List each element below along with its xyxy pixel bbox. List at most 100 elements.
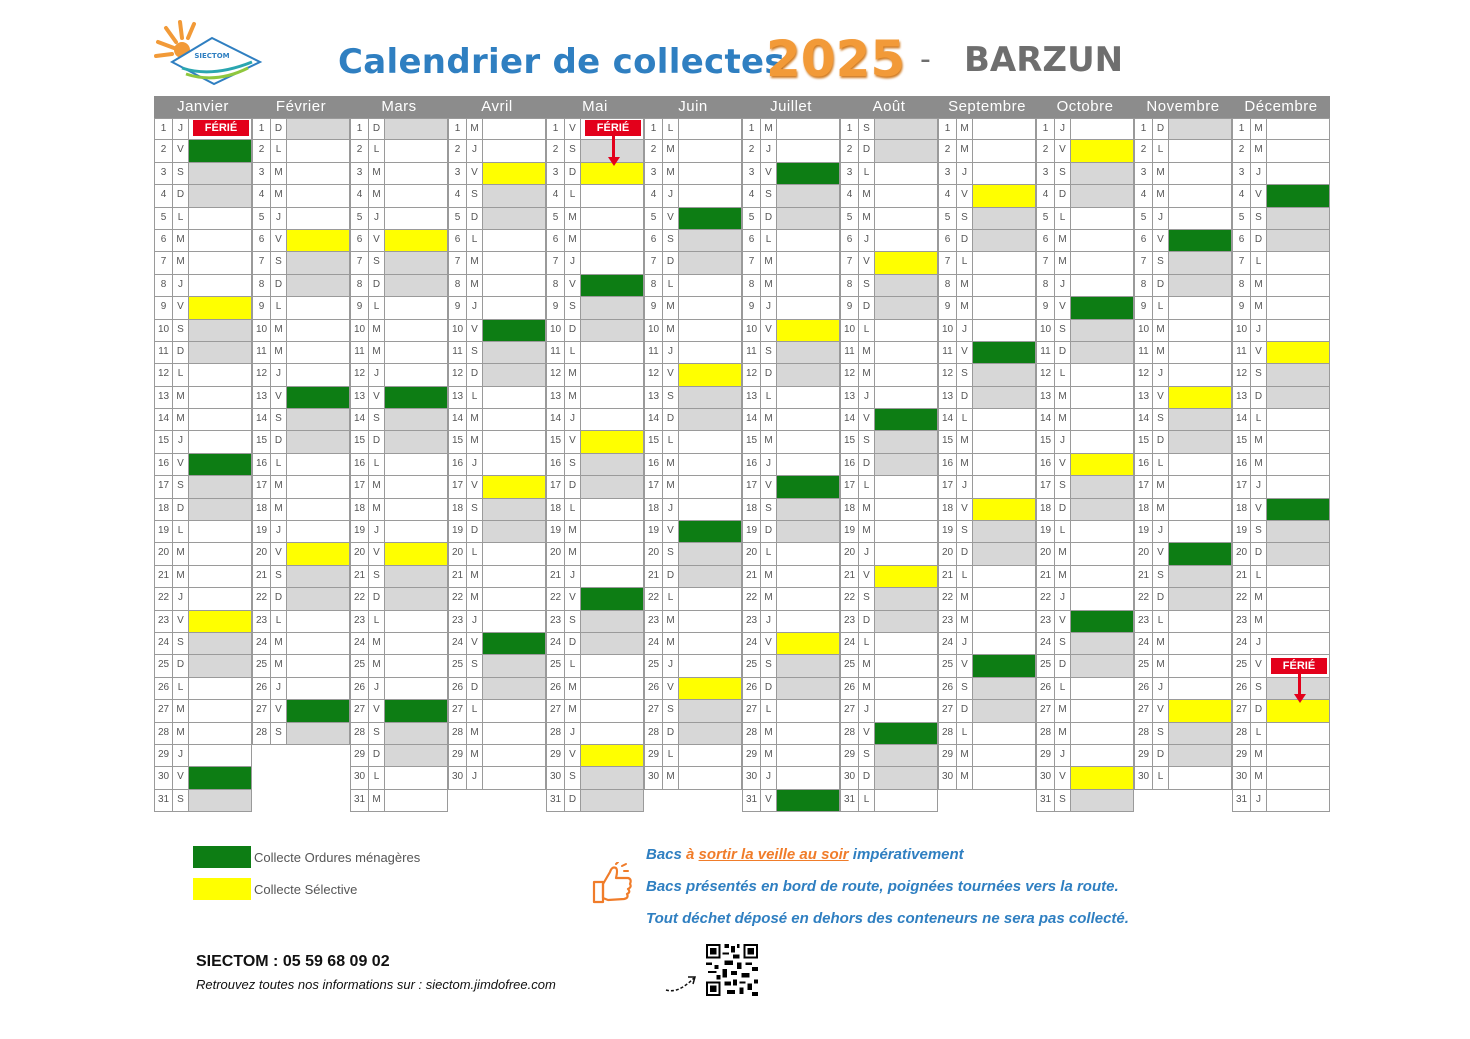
- day-letter: S: [859, 431, 875, 453]
- day-cell: [875, 677, 938, 700]
- collect-selective-cell: [581, 431, 644, 453]
- day-letter: J: [467, 140, 483, 162]
- day-number: 24: [1232, 632, 1251, 655]
- day-number: 1: [840, 119, 859, 140]
- day-cell: [777, 498, 840, 521]
- day-cell: [875, 543, 938, 565]
- legend-label-selective: Collecte Sélective: [254, 881, 358, 897]
- day-number: 11: [1232, 341, 1251, 364]
- collect-selective-cell: [189, 297, 252, 319]
- day-number: 3: [448, 162, 467, 185]
- day-number: 25: [252, 655, 271, 677]
- day-cell: [973, 140, 1036, 162]
- day-letter: L: [859, 789, 875, 812]
- day-cell: [189, 789, 252, 812]
- day-cell: [875, 498, 938, 521]
- day-number: 4: [1036, 185, 1055, 207]
- collect-selective-cell: [679, 677, 742, 700]
- day-number: 30: [742, 767, 761, 789]
- day-number: 3: [252, 162, 271, 185]
- instruction-line-3: Tout déchet déposé en dehors des contene…: [646, 910, 1129, 927]
- day-cell: [385, 722, 448, 744]
- day-cell: [483, 431, 546, 453]
- day-letter: S: [761, 655, 777, 677]
- day-letter: M: [271, 162, 287, 185]
- day-letter: S: [271, 409, 287, 431]
- day-cell: [777, 140, 840, 162]
- day-letter: M: [173, 386, 189, 409]
- svg-text:SIECTOM: SIECTOM: [194, 52, 229, 60]
- day-number: 13: [448, 386, 467, 409]
- collect-ordures-cell: [1267, 498, 1330, 521]
- day-cell: [1071, 677, 1134, 700]
- day-number: 20: [742, 543, 761, 565]
- day-number: 1: [1134, 119, 1153, 140]
- collect-ordures-cell: [483, 319, 546, 341]
- collect-ordures-cell: [777, 476, 840, 498]
- day-number: 6: [1134, 229, 1153, 252]
- day-cell: [1071, 364, 1134, 386]
- day-number: 7: [1232, 252, 1251, 274]
- day-number: 17: [1232, 476, 1251, 498]
- day-number: 31: [1036, 789, 1055, 812]
- day-cell: [483, 655, 546, 677]
- day-cell: [189, 386, 252, 409]
- day-letter: M: [761, 722, 777, 744]
- day-number: 7: [1036, 252, 1055, 274]
- day-cell: [1169, 453, 1232, 476]
- day-number: 16: [1134, 453, 1153, 476]
- day-number: 8: [742, 274, 761, 297]
- day-cell: [483, 543, 546, 565]
- day-cell: [1169, 476, 1232, 498]
- day-number: 26: [350, 677, 369, 700]
- day-number: 26: [546, 677, 565, 700]
- day-cell: [385, 744, 448, 767]
- day-cell: [287, 207, 350, 229]
- day-letter: M: [565, 677, 581, 700]
- day-number: 12: [644, 364, 663, 386]
- day-number: 11: [350, 341, 369, 364]
- day-cell: [1267, 744, 1330, 767]
- day-letter: V: [369, 700, 385, 722]
- day-number: 24: [1134, 632, 1153, 655]
- day-cell: [875, 119, 938, 140]
- day-number: 10: [1134, 319, 1153, 341]
- day-number: 14: [1134, 409, 1153, 431]
- day-cell: [1169, 744, 1232, 767]
- day-number: 10: [154, 319, 173, 341]
- day-cell: [1071, 632, 1134, 655]
- day-number: 23: [252, 610, 271, 632]
- day-number: 18: [1036, 498, 1055, 521]
- day-letter: D: [565, 632, 581, 655]
- day-letter: S: [663, 386, 679, 409]
- day-cell: [1267, 162, 1330, 185]
- day-cell: [483, 297, 546, 319]
- day-letter: J: [271, 521, 287, 543]
- day-letter: D: [565, 319, 581, 341]
- day-letter: M: [761, 409, 777, 431]
